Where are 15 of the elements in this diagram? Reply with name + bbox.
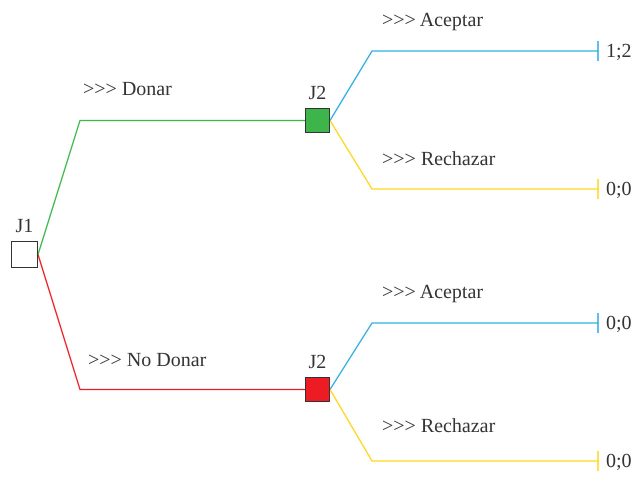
branch-line (329, 312, 599, 390)
payoff-label: 0;0 (598, 179, 632, 199)
branch-line (37, 120, 305, 255)
branch-line (37, 254, 305, 390)
player-label: J2 (308, 352, 326, 372)
edge-label: >>> Aceptar (381, 282, 484, 302)
edge-label: >>> Aceptar (381, 10, 484, 30)
player-label: J2 (308, 83, 326, 103)
payoff-label: 0;0 (598, 313, 632, 333)
payoff-label: 0;0 (598, 451, 632, 471)
player-label: J1 (16, 216, 34, 236)
branch-line (329, 40, 599, 121)
branch-line (329, 389, 599, 472)
branch-line (329, 120, 599, 200)
payoff-label: 1;2 (598, 41, 632, 61)
